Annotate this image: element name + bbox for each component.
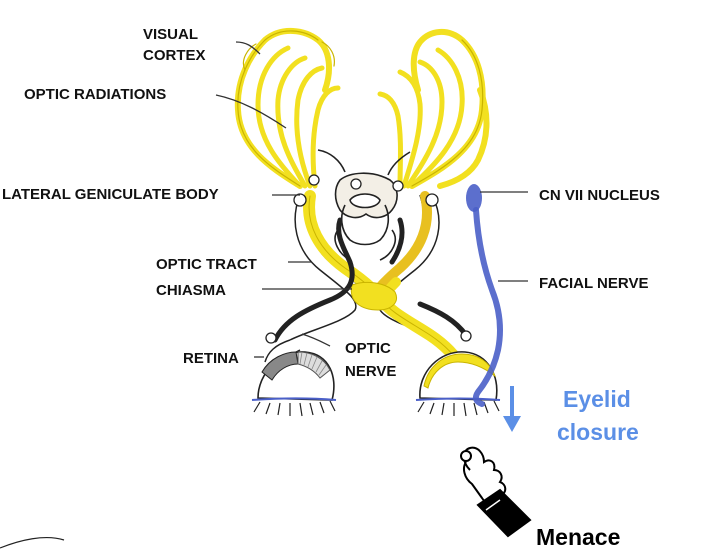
- label-visual-cortex-2: CORTEX: [143, 47, 206, 64]
- label-visual-cortex-1: VISUAL: [143, 26, 198, 43]
- chiasma-shape: [350, 281, 397, 311]
- label-retina: RETINA: [183, 350, 239, 367]
- arrow-down-icon: [503, 386, 521, 432]
- bottom-left-curve: [0, 537, 65, 549]
- right-visual-cortex: [377, 29, 490, 189]
- label-lateral-geniculate-body: LATERAL GENICULATE BODY: [2, 186, 219, 203]
- left-visual-cortex: [234, 28, 341, 189]
- junction-nodes: [265, 174, 472, 344]
- label-eyelid-closure-2: closure: [557, 419, 639, 445]
- facial-nerve-path: [472, 207, 503, 407]
- label-optic-nerve-2: NERVE: [345, 363, 396, 380]
- hand-menace-icon: [460, 446, 532, 538]
- label-optic-radiations: OPTIC RADIATIONS: [24, 86, 166, 103]
- cn-vii-nucleus-shape: [466, 184, 482, 212]
- label-facial-nerve: FACIAL NERVE: [539, 275, 648, 292]
- label-chiasma: CHIASMA: [156, 282, 226, 299]
- label-optic-tract: OPTIC TRACT: [156, 256, 257, 273]
- leader-lines: [215, 41, 528, 358]
- label-eyelid-closure-1: Eyelid: [563, 386, 631, 412]
- label-menace: Menace: [536, 524, 620, 550]
- label-cn-vii-nucleus: CN VII NUCLEUS: [539, 187, 660, 204]
- left-eye: [251, 351, 337, 417]
- facial-pathway: [466, 184, 503, 407]
- brainstem-outline: [317, 149, 411, 261]
- right-eye: [415, 351, 501, 417]
- label-optic-nerve-1: OPTIC: [345, 340, 391, 357]
